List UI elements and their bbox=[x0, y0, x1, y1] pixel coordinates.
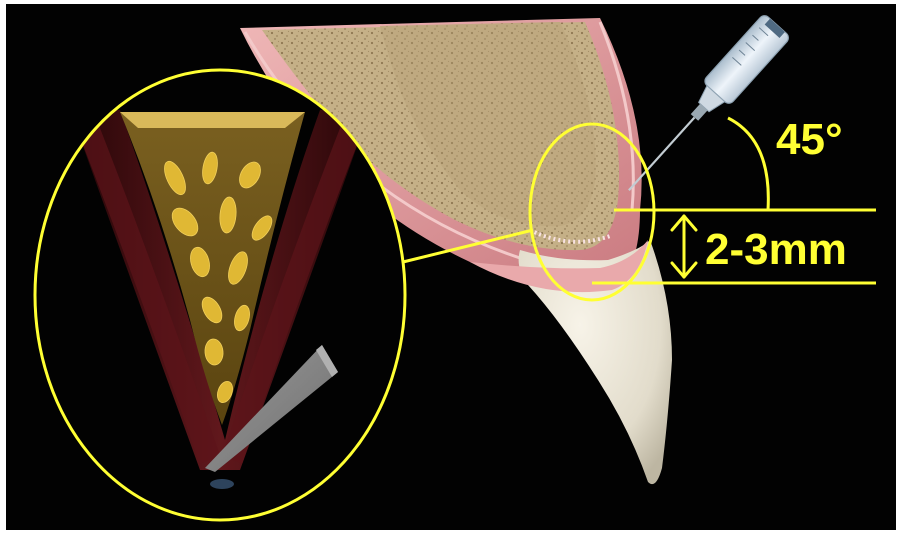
angle-label: 45° bbox=[776, 115, 843, 164]
distance-label: 2-3mm bbox=[705, 225, 847, 274]
